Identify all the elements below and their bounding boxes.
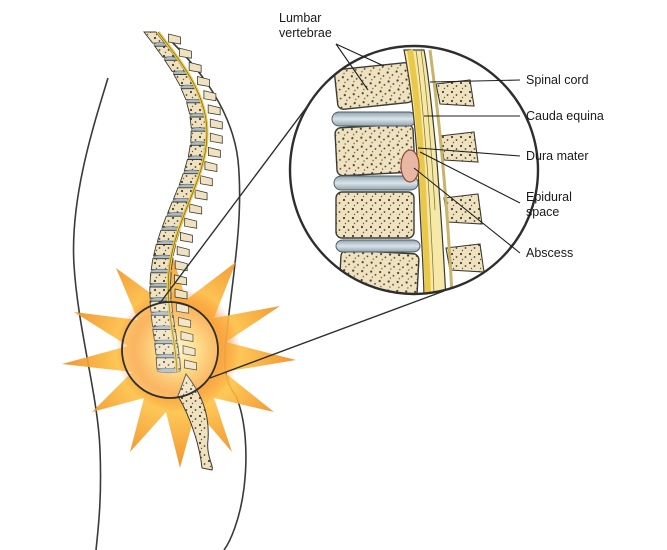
vertebra (190, 130, 208, 143)
spine-column (143, 31, 223, 471)
zoom-vertebral-body (338, 249, 420, 294)
zoom-abscess (400, 149, 420, 183)
zoom-vertebral-body (335, 191, 415, 239)
spinous-process (174, 260, 188, 272)
spinous-process (184, 359, 197, 371)
spinous-process (178, 47, 192, 59)
leader-lines (335, 43, 521, 254)
zoom-spinous-process (439, 131, 479, 163)
spinous-process (207, 104, 221, 116)
zoom-spinous-process (443, 193, 483, 225)
zoom-ligament (428, 49, 454, 294)
magnifier-circle-icon (121, 301, 219, 399)
spinous-process (174, 288, 188, 300)
cord-edge (157, 31, 208, 373)
label-cauda-equina: Cauda equina (526, 109, 604, 123)
spinous-process (209, 132, 223, 144)
spinous-process (174, 274, 187, 286)
vertebra (149, 272, 172, 285)
spinous-process (176, 302, 189, 314)
label-epidural-space: Epidural space (526, 190, 575, 219)
zoom-disc (335, 239, 421, 253)
zoom-nerve-root (420, 49, 436, 211)
spinous-process (203, 90, 217, 102)
zoom-connector-lines (159, 91, 445, 379)
label-dura-mater: Dura mater (526, 149, 589, 163)
zoom-detail-circle (288, 44, 540, 296)
spinous-process (194, 189, 208, 201)
zoom-vertebral-body (334, 62, 414, 110)
spinous-process (197, 75, 210, 88)
spinous-process (180, 330, 194, 343)
spinous-process (180, 231, 193, 243)
spinous-process (209, 118, 223, 130)
spinous-process (176, 245, 190, 258)
spinous-process (178, 316, 192, 328)
spinous-process (199, 175, 213, 187)
label-abscess: Abscess (526, 246, 573, 260)
label-spinal-cord: Spinal cord (526, 73, 589, 87)
vertebra (150, 258, 174, 271)
zoom-cauda-equina (407, 49, 431, 294)
sacrum (177, 372, 213, 471)
spinous-process (168, 33, 181, 45)
spinous-process (182, 345, 196, 357)
spinous-process (184, 217, 198, 229)
vertebra (150, 314, 176, 327)
vertebra (189, 116, 207, 129)
zoom-nerve-root (415, 49, 435, 294)
zoom-disc (331, 111, 417, 127)
zoom-spinous-process (435, 79, 475, 107)
spinous-process (207, 146, 221, 158)
label-lumbar-vertebrae: Lumbar vertebrae (279, 11, 332, 40)
vertebra (153, 244, 177, 257)
disc (156, 368, 181, 374)
spinous-process (204, 160, 218, 173)
zoom-disc (333, 175, 419, 191)
spinous-process (189, 203, 203, 215)
spinous-process (188, 61, 202, 73)
vertebra (155, 357, 181, 370)
